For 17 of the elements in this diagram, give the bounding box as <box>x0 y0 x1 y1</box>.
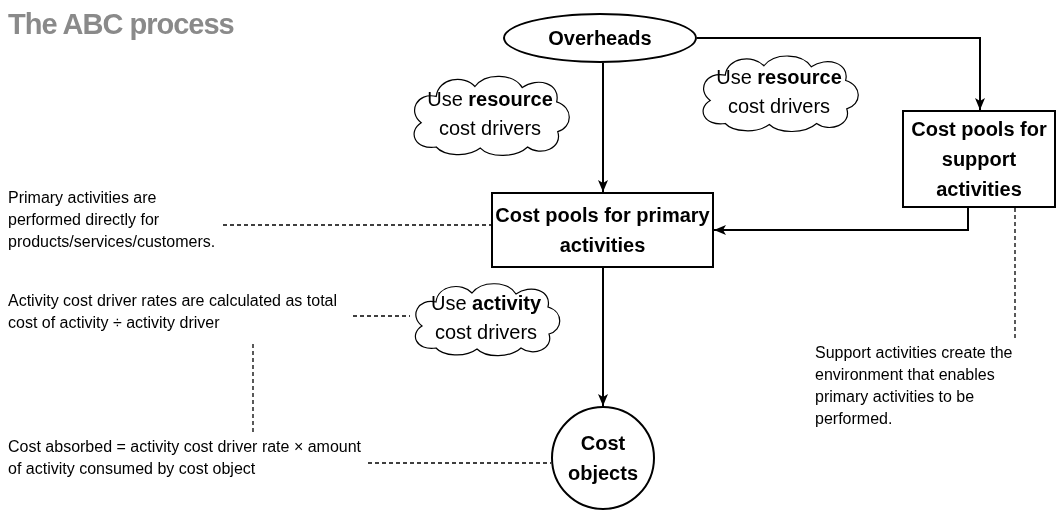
terminal-ellipse: Overheads <box>503 13 697 63</box>
note-text: Activity cost driver rates are calculated as total cost of activity ÷ activity driver <box>8 290 353 338</box>
process-box: Cost pools for support activities <box>902 110 1056 208</box>
leader-line <box>1014 207 1016 339</box>
terminal-circle: Cost objects <box>551 406 655 510</box>
process-box: Cost pools for primary activities <box>491 192 714 268</box>
leader-line <box>222 224 492 226</box>
leader-line <box>352 315 411 317</box>
note-text: Primary activities are performed directly for products/services/customers. <box>8 187 223 259</box>
leader-line <box>252 343 254 433</box>
note-text: Support activities create the environment that enables primary activities to be performed. <box>815 342 1050 437</box>
diagram-title: The ABC process <box>8 8 234 41</box>
arrow <box>713 207 969 235</box>
note-text: Cost absorbed = activity cost driver rate × amount of activity consumed by cost object <box>8 436 368 486</box>
arrow <box>598 267 608 407</box>
arrow <box>598 62 608 193</box>
arrow <box>696 37 985 111</box>
